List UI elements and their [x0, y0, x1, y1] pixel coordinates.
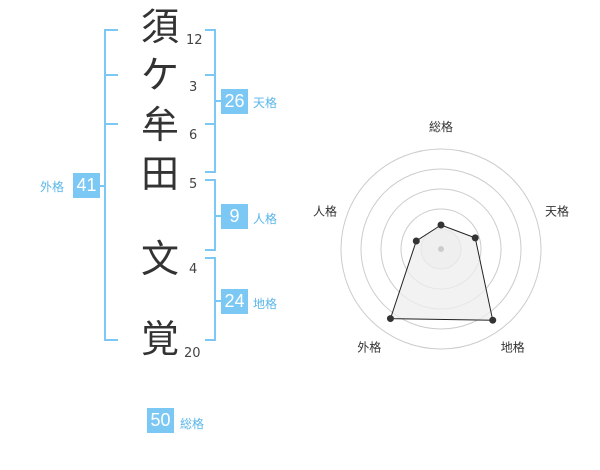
radar-axis-label-4: 外格 — [357, 340, 381, 355]
name-char-6: 覚 — [140, 317, 179, 361]
inner-left-bracket — [105, 74, 118, 125]
radar-center — [438, 246, 444, 252]
radar-grid-ring — [340, 148, 542, 350]
radar-axis-label-2: 天格 — [545, 203, 569, 218]
radar-point-4 — [386, 315, 394, 323]
soukaku-label: 総格 — [180, 417, 205, 431]
stroke-count-1: 12 — [186, 33, 203, 48]
jinkaku-value: 9 — [221, 204, 248, 229]
name-char-3: 牟 — [140, 103, 179, 147]
jinkaku-label: 人格 — [253, 212, 278, 226]
name-char-4: 田 — [140, 152, 179, 196]
name-char-2: ケ — [140, 53, 179, 97]
gaikaku-label: 外格 — [40, 180, 65, 194]
radar-axis-label-1: 総格 — [429, 119, 453, 134]
tenkaku-tick — [205, 74, 215, 125]
stroke-count-5: 4 — [189, 262, 198, 277]
stroke-count-3: 6 — [189, 128, 198, 143]
tenkaku-label: 天格 — [253, 96, 278, 110]
stroke-count-4: 5 — [189, 177, 198, 192]
radar-point-3 — [489, 316, 497, 324]
radar-point-2 — [471, 234, 479, 242]
radar-point-1 — [437, 221, 445, 229]
gaikaku-value: 41 — [73, 173, 100, 198]
radar-axis-label-3: 地格 — [501, 340, 525, 355]
radar-series-area — [389, 224, 494, 321]
radar-grid-ring — [360, 168, 522, 330]
tenkaku-value: 26 — [221, 89, 248, 114]
name-char-1: 須 — [140, 5, 179, 49]
soukaku-value: 50 — [147, 408, 174, 433]
name-char-5: 文 — [140, 237, 179, 281]
chikaku-bracket — [205, 257, 216, 341]
chikaku-value: 24 — [221, 289, 248, 314]
radar-point-5 — [412, 237, 420, 245]
stroke-count-6: 20 — [184, 346, 201, 361]
radar-axis-label-5: 人格 — [313, 203, 337, 218]
stroke-count-2: 3 — [189, 80, 198, 95]
chikaku-label: 地格 — [253, 297, 278, 311]
